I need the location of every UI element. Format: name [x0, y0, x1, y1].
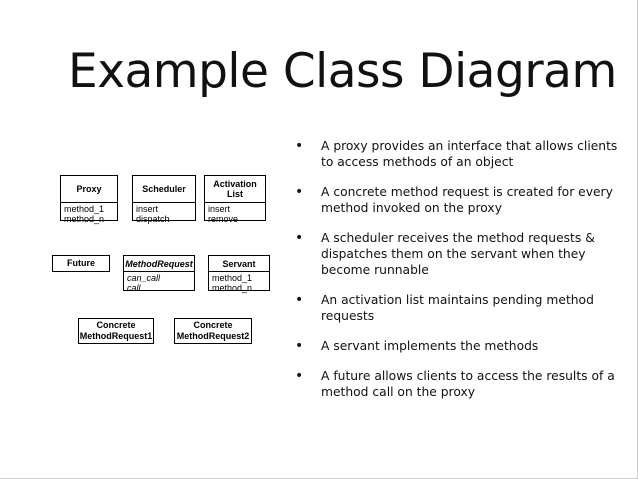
bullet-item: • A servant implements the methods [295, 338, 625, 354]
bullet-text: A servant implements the methods [321, 339, 539, 353]
servant-member: method_n [212, 283, 253, 293]
bullet-text: A future allows clients to access the re… [321, 369, 615, 399]
method-request-class-box: MethodRequest can_call call [123, 255, 195, 293]
servant-class-name: Servant [222, 258, 256, 269]
activation-list-class-members: insert remove [205, 202, 265, 224]
bullet-glyph: • [295, 184, 304, 200]
servant-class-members: method_1 method_n [209, 271, 269, 293]
bullet-glyph: • [295, 230, 304, 246]
activation-list-member: remove [208, 214, 239, 224]
concrete-method-request2-class-box: Concrete MethodRequest2 [174, 318, 252, 344]
activation-list-member: insert [208, 204, 231, 214]
slide-title: Example Class Diagram [68, 44, 617, 99]
bullet-glyph: • [295, 368, 304, 384]
activation-list-class-box: Activation List insert remove [204, 175, 266, 224]
bullet-text: A scheduler receives the method requests… [321, 231, 595, 277]
concrete-method-request1-class-box: Concrete MethodRequest1 [78, 318, 154, 344]
method-request-member: call [127, 283, 141, 293]
activation-list-class-name: Activation List [213, 179, 257, 199]
bullet-list: • A proxy provides an interface that allo… [295, 138, 625, 414]
bullet-text: An activation list maintains pending met… [321, 293, 594, 323]
servant-class-box: Servant method_1 method_n [208, 255, 270, 293]
bullet-text: A proxy provides an interface that allow… [321, 139, 618, 169]
bullet-item: • A future allows clients to access the r… [295, 368, 625, 400]
scheduler-class-box: Scheduler insert dispatch [132, 175, 196, 224]
bullet-glyph: • [295, 338, 304, 354]
scheduler-class-members: insert dispatch [133, 202, 195, 224]
bullet-item: • A scheduler receives the method request… [295, 230, 625, 278]
proxy-class-name: Proxy [76, 184, 102, 194]
bullet-text: A concrete method request is created for… [321, 185, 613, 215]
bullet-glyph: • [295, 292, 304, 308]
proxy-member: method_n [64, 214, 105, 224]
bullet-item: • An activation list maintains pending me… [295, 292, 625, 324]
proxy-class-box: Proxy method_1 method_n [60, 175, 118, 224]
scheduler-member: dispatch [136, 214, 170, 224]
scheduler-member: insert [136, 204, 159, 214]
servant-member: method_1 [212, 273, 253, 283]
bullet-item: • A proxy provides an interface that allo… [295, 138, 625, 170]
scheduler-class-name: Scheduler [142, 184, 186, 194]
method-request-class-members: can_call call [124, 271, 194, 293]
bullet-item: • A concrete method request is created fo… [295, 184, 625, 216]
future-class-box: Future [52, 255, 110, 272]
method-request-class-name: MethodRequest [125, 258, 193, 269]
proxy-class-members: method_1 method_n [61, 202, 117, 224]
proxy-member: method_1 [64, 204, 105, 214]
method-request-member: can_call [127, 273, 161, 283]
bullet-glyph: • [295, 138, 304, 154]
